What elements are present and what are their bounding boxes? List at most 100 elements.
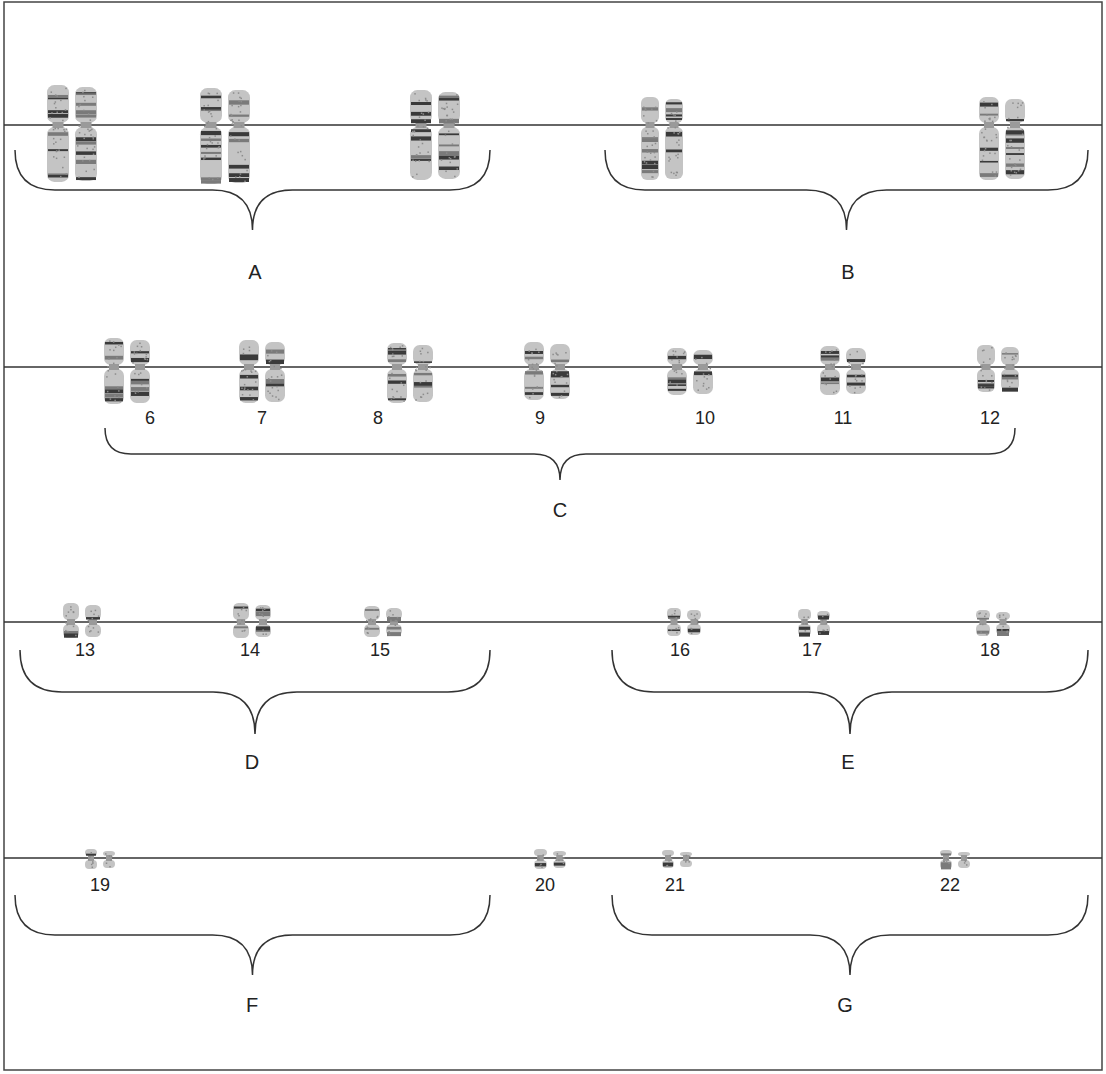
band bbox=[980, 161, 998, 163]
speckle bbox=[443, 108, 445, 110]
speckle bbox=[366, 626, 368, 628]
speckle bbox=[55, 107, 57, 109]
band bbox=[666, 108, 682, 112]
speckle bbox=[808, 616, 810, 618]
speckle bbox=[249, 394, 251, 396]
band bbox=[821, 351, 839, 354]
speckle bbox=[203, 109, 205, 111]
speckle bbox=[675, 120, 677, 122]
speckle bbox=[654, 156, 656, 158]
speckle bbox=[216, 128, 218, 130]
speckle bbox=[561, 376, 563, 378]
speckle bbox=[675, 369, 677, 371]
speckle bbox=[454, 176, 456, 178]
band bbox=[240, 397, 258, 399]
speckle bbox=[985, 613, 987, 615]
speckle bbox=[240, 173, 242, 175]
speckle bbox=[1004, 374, 1006, 376]
speckle bbox=[645, 108, 647, 110]
centromere bbox=[106, 855, 112, 861]
speckle bbox=[93, 154, 95, 156]
chromosomes bbox=[47, 85, 1025, 869]
band bbox=[668, 389, 686, 391]
speckle bbox=[367, 633, 369, 635]
band bbox=[266, 380, 284, 384]
speckle bbox=[247, 376, 249, 378]
band bbox=[1006, 138, 1024, 142]
speckle bbox=[982, 375, 984, 377]
speckle bbox=[532, 393, 534, 395]
speckle bbox=[675, 127, 677, 129]
speckle bbox=[78, 177, 80, 179]
chromosome-arm bbox=[364, 624, 380, 637]
band bbox=[411, 159, 431, 161]
speckle bbox=[55, 101, 57, 103]
speckle bbox=[244, 181, 246, 183]
speckle bbox=[204, 157, 206, 159]
chromosome-arm bbox=[958, 860, 970, 868]
frame bbox=[4, 2, 1102, 1070]
speckle bbox=[984, 107, 986, 109]
chromosome bbox=[103, 851, 115, 868]
speckle bbox=[419, 361, 421, 363]
speckle bbox=[231, 105, 233, 107]
speckle bbox=[989, 119, 991, 121]
speckle bbox=[445, 120, 447, 122]
speckle bbox=[84, 90, 86, 92]
chromosome-number: 12 bbox=[980, 409, 1000, 427]
speckle bbox=[276, 352, 278, 354]
row-line bbox=[4, 124, 1102, 126]
speckle bbox=[56, 158, 58, 160]
speckle bbox=[53, 143, 55, 145]
speckle bbox=[1017, 107, 1019, 109]
chromosome-number: 22 bbox=[940, 876, 960, 894]
band bbox=[234, 626, 248, 628]
speckle bbox=[262, 629, 264, 631]
band bbox=[387, 627, 401, 630]
band bbox=[551, 385, 569, 387]
speckle bbox=[1019, 149, 1021, 151]
speckle bbox=[673, 173, 675, 175]
speckle bbox=[247, 389, 249, 391]
speckle bbox=[831, 350, 833, 352]
centromere bbox=[392, 364, 402, 370]
chromosome-arm bbox=[680, 860, 692, 867]
speckle bbox=[980, 632, 982, 634]
chromosome-arm bbox=[75, 87, 97, 123]
speckle bbox=[115, 347, 117, 349]
speckle bbox=[1005, 618, 1007, 620]
centromere bbox=[670, 122, 679, 128]
speckle bbox=[401, 382, 403, 384]
speckle bbox=[373, 609, 375, 611]
speckle bbox=[135, 392, 137, 394]
speckle bbox=[421, 113, 423, 115]
speckle bbox=[830, 363, 832, 365]
speckle bbox=[995, 134, 997, 136]
speckle bbox=[420, 139, 422, 141]
chromosome-arm bbox=[265, 369, 285, 402]
speckle bbox=[83, 96, 85, 98]
band bbox=[642, 107, 658, 110]
centromere bbox=[1010, 122, 1020, 128]
speckle bbox=[1022, 102, 1024, 104]
speckle bbox=[706, 388, 708, 390]
speckle bbox=[58, 149, 60, 151]
speckle bbox=[448, 131, 450, 133]
band bbox=[551, 393, 569, 396]
speckle bbox=[427, 393, 429, 395]
speckle bbox=[706, 378, 708, 380]
speckle bbox=[240, 105, 242, 107]
chromosome bbox=[85, 605, 101, 637]
speckle bbox=[534, 374, 536, 376]
chromosome bbox=[438, 92, 460, 179]
speckle bbox=[114, 400, 116, 402]
speckle bbox=[267, 355, 269, 357]
speckle bbox=[834, 376, 836, 378]
speckle bbox=[441, 159, 443, 161]
centromere bbox=[206, 122, 217, 128]
speckle bbox=[708, 387, 710, 389]
band bbox=[388, 380, 406, 383]
band bbox=[201, 152, 221, 154]
speckle bbox=[827, 629, 829, 631]
speckle bbox=[53, 156, 55, 158]
